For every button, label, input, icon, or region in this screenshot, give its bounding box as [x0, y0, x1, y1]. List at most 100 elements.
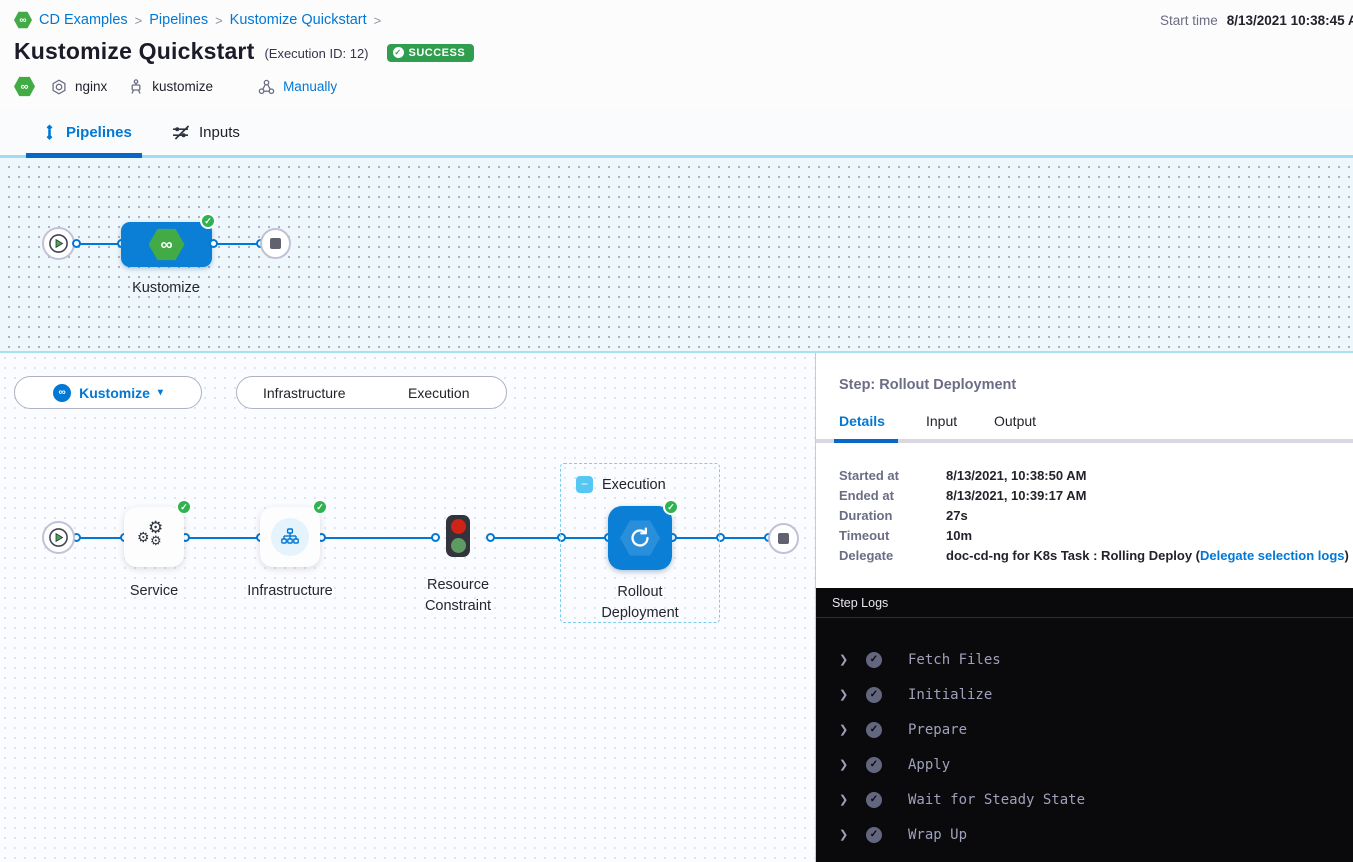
log-section-wait-for-steady-state[interactable]: ❯ ✓ Wait for Steady State [816, 782, 1353, 817]
phase-toggle: Infrastructure Execution [236, 376, 507, 409]
stage-selector-dropdown[interactable]: ∞ Kustomize ▾ [14, 376, 202, 409]
edge-dot [431, 533, 440, 542]
service-name: nginx [75, 79, 108, 94]
node-infrastructure[interactable] [260, 507, 320, 567]
trigger-type[interactable]: Manually [283, 79, 338, 94]
step-details: Started at 8/13/2021, 10:38:50 AM Ended … [839, 466, 1349, 566]
breadcrumb-cd-examples[interactable]: CD Examples [39, 12, 128, 28]
delegate-selection-logs-link[interactable]: Delegate selection logs [1200, 548, 1345, 563]
hexagon-watermark [620, 520, 660, 556]
tab-pipelines-label: Pipelines [66, 124, 132, 141]
log-success-check-icon: ✓ [866, 686, 882, 703]
stop-icon [270, 238, 281, 249]
cd-stage-icon: ∞ [53, 383, 72, 402]
pipeline-start-node[interactable] [42, 227, 75, 260]
toggle-infrastructure[interactable]: Infrastructure [263, 384, 346, 401]
step-tabs-underline [816, 439, 1353, 443]
detail-value: doc-cd-ng for K8s Task : Rolling Deploy … [946, 548, 1349, 563]
stage-selector-label: Kustomize [79, 384, 150, 401]
rollout-success-check-icon: ✓ [663, 499, 679, 515]
environment-name: kustomize [152, 79, 214, 94]
step-details-panel: Step: Rollout Deployment Details Input O… [815, 353, 1353, 862]
execution-group: − Execution [560, 463, 720, 623]
detail-label: Timeout [839, 528, 890, 543]
detail-value: 10m [946, 528, 973, 543]
tab-pipelines[interactable]: Pipelines [42, 124, 132, 141]
detail-label: Delegate [839, 548, 894, 563]
inputs-icon [173, 125, 190, 140]
tabbar-active-indicator [26, 153, 142, 158]
execution-canvas[interactable]: ∞ Kustomize ▾ Infrastructure Execution [0, 353, 815, 862]
status-badge-label: SUCCESS [408, 46, 466, 59]
chevron-right-icon: ❯ [839, 759, 849, 771]
breadcrumb-separator-icon: > [215, 12, 223, 28]
log-section-label: Initialize [908, 686, 993, 703]
log-section-wrap-up[interactable]: ❯ ✓ Wrap Up [816, 817, 1353, 852]
breadcrumb-separator-icon: > [134, 12, 143, 28]
step-logs-title: Step Logs [816, 588, 1353, 618]
breadcrumb-kustomize-quickstart[interactable]: Kustomize Quickstart [229, 12, 367, 28]
service-success-check-icon: ✓ [176, 499, 192, 515]
start-time-label: Start time [1160, 13, 1218, 28]
exec-start-node[interactable] [42, 521, 75, 554]
log-success-check-icon: ✓ [866, 791, 882, 808]
log-section-initialize[interactable]: ❯ ✓ Initialize [816, 677, 1353, 712]
stage-success-check-icon: ✓ [200, 213, 216, 229]
breadcrumb-pipelines[interactable]: Pipelines [149, 12, 209, 28]
node-infrastructure-label: Infrastructure [247, 583, 333, 599]
cd-module-icon: ∞ [14, 11, 32, 29]
edge-dot [716, 533, 725, 542]
step-tab-input[interactable]: Input [926, 413, 958, 429]
breadcrumb: ∞ CD Examples > Pipelines > Kustomize Qu… [14, 11, 381, 29]
page-header: ∞ CD Examples > Pipelines > Kustomize Qu… [0, 0, 1353, 110]
detail-label: Duration [839, 508, 893, 523]
log-success-check-icon: ✓ [866, 651, 882, 668]
cd-module-icon: ∞ [14, 76, 35, 97]
log-section-label: Prepare [908, 721, 968, 738]
start-time-value: 8/13/2021 10:38:45 AM [1226, 13, 1353, 28]
log-section-apply[interactable]: ❯ ✓ Apply [816, 747, 1353, 782]
pipeline-stage-canvas[interactable]: ∞ ✓ Kustomize [0, 158, 1353, 353]
tab-inputs[interactable]: Inputs [172, 124, 240, 141]
detail-value: 8/13/2021, 10:39:17 AM [946, 488, 1087, 503]
detail-row: Timeout 10m [839, 526, 1349, 546]
edge [492, 537, 608, 539]
play-icon [49, 528, 68, 547]
start-time: Start time 8/13/2021 10:38:45 AM [1160, 13, 1353, 28]
collapse-group-icon[interactable]: − [576, 476, 593, 493]
toggle-execution[interactable]: Execution [408, 384, 470, 401]
step-tab-details[interactable]: Details [839, 413, 885, 429]
log-section-fetch-files[interactable]: ❯ ✓ Fetch Files [816, 642, 1353, 677]
service-icon [52, 78, 66, 95]
detail-value: 27s [946, 508, 968, 523]
edge [78, 243, 122, 245]
breadcrumb-separator-icon: > [373, 12, 382, 28]
detail-label: Ended at [839, 488, 894, 503]
traffic-light-green [450, 538, 466, 553]
chevron-right-icon: ❯ [839, 794, 849, 806]
stage-node-kustomize[interactable]: ∞ [121, 222, 212, 267]
log-section-prepare[interactable]: ❯ ✓ Prepare [816, 712, 1353, 747]
log-success-check-icon: ✓ [866, 756, 882, 773]
step-tab-output[interactable]: Output [994, 413, 1037, 429]
node-resource-constraint-label: Resource Constraint [424, 577, 492, 614]
chevron-right-icon: ❯ [839, 724, 849, 736]
chevron-right-icon: ❯ [839, 689, 849, 701]
detail-row: Started at 8/13/2021, 10:38:50 AM [839, 466, 1349, 486]
cd-stage-icon: ∞ [148, 228, 185, 261]
edge [214, 243, 261, 245]
pipeline-end-node[interactable] [260, 228, 291, 259]
trigger-icon [258, 79, 275, 94]
exec-end-node[interactable] [768, 523, 799, 554]
log-section-label: Wait for Steady State [908, 791, 1086, 808]
edge-dot [209, 239, 218, 248]
edge-dot [486, 533, 495, 542]
execution-group-label: Execution [602, 476, 666, 493]
log-success-check-icon: ✓ [866, 826, 882, 843]
node-rollout-deployment[interactable] [608, 506, 672, 570]
node-resource-constraint[interactable] [446, 515, 470, 557]
environment-icon [131, 78, 141, 94]
log-section-label: Apply [908, 756, 951, 773]
node-service[interactable]: ⚙ ⚙ ⚙ [124, 507, 184, 567]
detail-label: Started at [839, 468, 899, 483]
